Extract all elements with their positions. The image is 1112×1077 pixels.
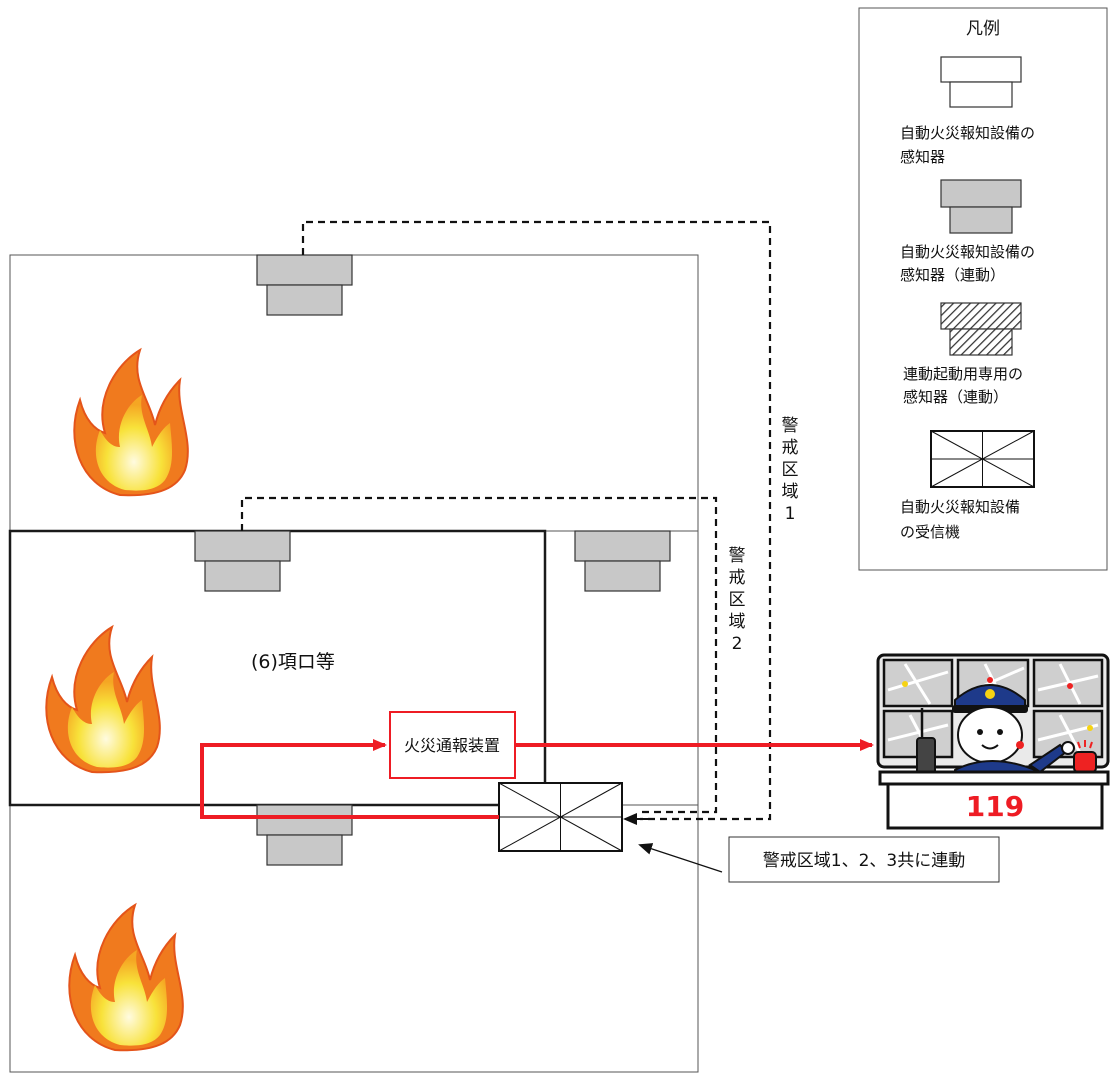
legend-item-3-line2: 感知器（連動） <box>903 388 1008 406</box>
receiver-panel <box>498 782 623 852</box>
legend-symbol-dedicated-detector <box>940 302 1022 356</box>
zone2-label: 警 戒 区 域 2 <box>728 546 746 654</box>
detector-room <box>194 530 291 592</box>
fire-notification-device-box <box>389 711 516 779</box>
signal-line-receiver-to-device <box>200 739 499 819</box>
legend-item-3-line1: 連動起動用専用の <box>903 365 1023 383</box>
detector-upper <box>256 254 353 316</box>
callout-pointer <box>638 843 723 873</box>
fire-icon-room <box>45 626 161 774</box>
legend-symbol-linked-detector <box>940 179 1022 234</box>
legend-symbol-receiver <box>930 430 1035 488</box>
legend-item-4-line2: の受信機 <box>900 523 960 541</box>
dispatch-center-illustration: 119 <box>876 653 1110 830</box>
callout-label: 警戒区域1、2、3共に連動 <box>763 851 965 871</box>
fire-notification-device-label: 火災通報装置 <box>404 736 500 755</box>
callout-box <box>728 836 1000 883</box>
detector-lower <box>256 804 353 866</box>
legend-title: 凡例 <box>966 19 1000 39</box>
legend-symbol-detector <box>940 56 1022 108</box>
legend-item-1-line1: 自動火災報知設備の <box>900 124 1035 142</box>
dispatch-number: 119 <box>966 790 1024 823</box>
legend-item-2-line2: 感知器（連動） <box>900 266 1005 284</box>
fire-icon-lower <box>68 904 184 1052</box>
zone2-wiring <box>240 496 718 814</box>
detector-corridor <box>574 530 671 592</box>
fire-icon-upper <box>73 349 189 497</box>
room-label: (6)項ロ等 <box>251 651 335 673</box>
zone1-label: 警 戒 区 域 1 <box>781 416 799 524</box>
legend-item-2-line1: 自動火災報知設備の <box>900 243 1035 261</box>
legend-item-1-line2: 感知器 <box>900 148 945 166</box>
zone1-wiring <box>301 220 772 821</box>
legend-item-4-line1: 自動火災報知設備 <box>900 498 1020 516</box>
